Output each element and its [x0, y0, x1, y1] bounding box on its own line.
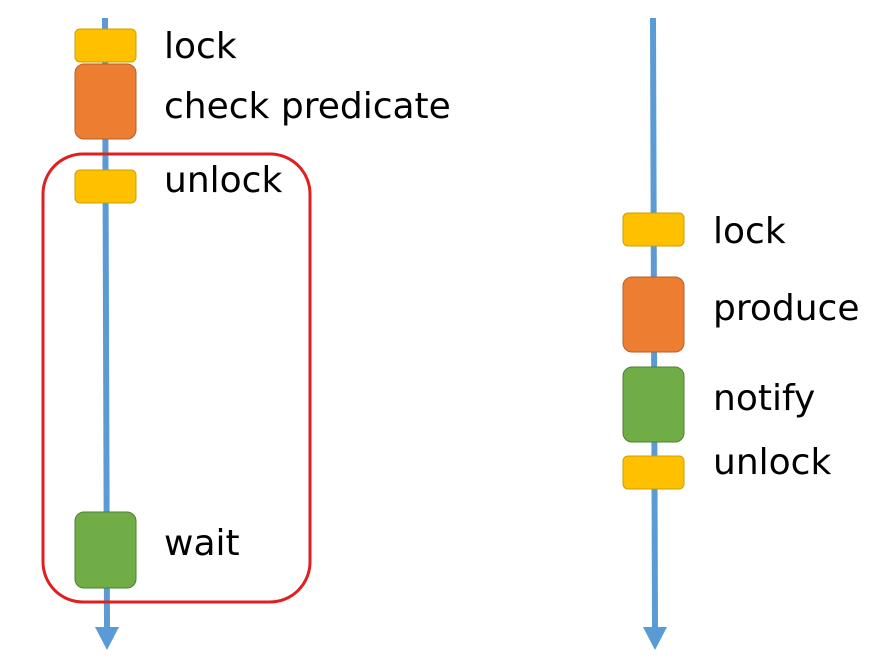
right-unlock-block: [622, 455, 685, 490]
left-unlock-label: unlock: [164, 160, 283, 201]
right-lock-label: lock: [713, 211, 786, 252]
right-lock-block: [622, 212, 685, 247]
right-unlock-label: unlock: [713, 442, 832, 483]
right-notify-label: notify: [713, 378, 816, 419]
left-wait-label: wait: [164, 523, 240, 564]
left-check-predicate-block: [74, 63, 137, 140]
right-notify-block: [622, 366, 685, 443]
left-unlock-block: [74, 169, 137, 204]
right-timeline-arrowhead: [643, 627, 667, 650]
left-check-predicate-label: check predicate: [164, 86, 451, 127]
left-lock-block: [74, 28, 137, 63]
left-wait-block: [74, 511, 137, 589]
left-lock-label: lock: [164, 26, 237, 67]
right-produce-block: [622, 276, 685, 353]
right-produce-label: produce: [713, 288, 860, 329]
left-timeline-arrowhead: [95, 627, 119, 650]
highlight-frame: [41, 152, 312, 604]
